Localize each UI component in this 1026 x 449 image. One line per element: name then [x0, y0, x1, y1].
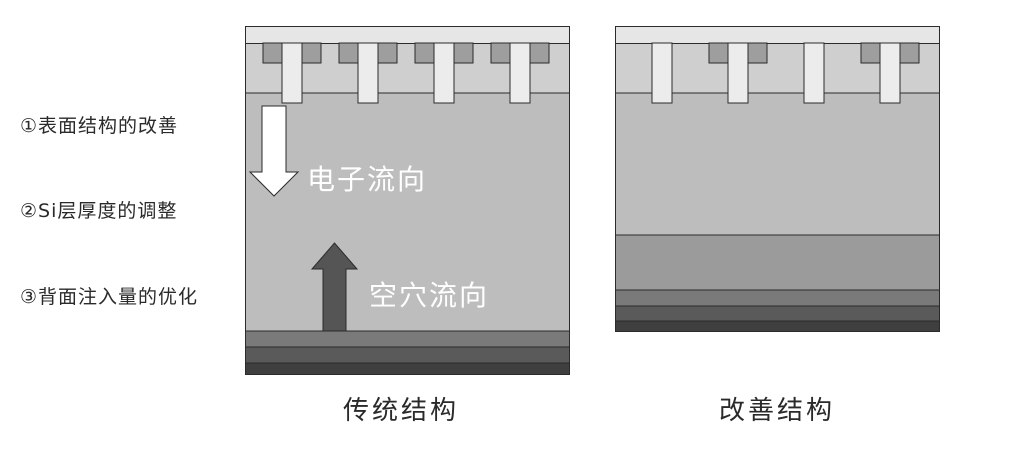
improved-structure-diagram — [615, 26, 940, 332]
caption-conventional-structure: 传统结构 — [343, 396, 460, 426]
top-strip — [245, 26, 570, 44]
conventional-structure-diagram: 电子流向 空穴流向 — [245, 26, 570, 375]
label-backside-injection-optimization: ③背面注入量的优化 — [20, 286, 199, 308]
trench-pillar — [803, 42, 825, 104]
trench-pillar — [281, 42, 303, 104]
backside-layer-3 — [615, 320, 940, 332]
backside-layer-1 — [245, 330, 570, 348]
label-surface-structure-improvement: ①表面结构的改善 — [20, 115, 179, 137]
hole-flow-label: 空穴流向 — [369, 279, 490, 312]
trench-pillar — [433, 42, 455, 104]
label-si-layer-thickness-adjustment: ②Si层厚度的调整 — [20, 200, 178, 222]
backside-layer-3 — [245, 362, 570, 375]
electron-flow-label: 电子流向 — [307, 163, 428, 196]
caption-improved-structure: 改善结构 — [719, 396, 836, 426]
trench-pillar — [357, 42, 379, 104]
backside-layer-2 — [615, 305, 940, 322]
field-stop-layer — [615, 234, 940, 291]
backside-layer-2 — [245, 346, 570, 364]
trench-pillar — [879, 42, 901, 104]
trench-pillar — [509, 42, 531, 104]
trench-pillar — [727, 42, 749, 104]
trench-pillar — [651, 42, 673, 104]
top-strip — [615, 26, 940, 44]
hole-flow-arrow — [310, 242, 359, 332]
backside-layer-1 — [615, 289, 940, 307]
electron-flow-arrow — [248, 105, 300, 197]
